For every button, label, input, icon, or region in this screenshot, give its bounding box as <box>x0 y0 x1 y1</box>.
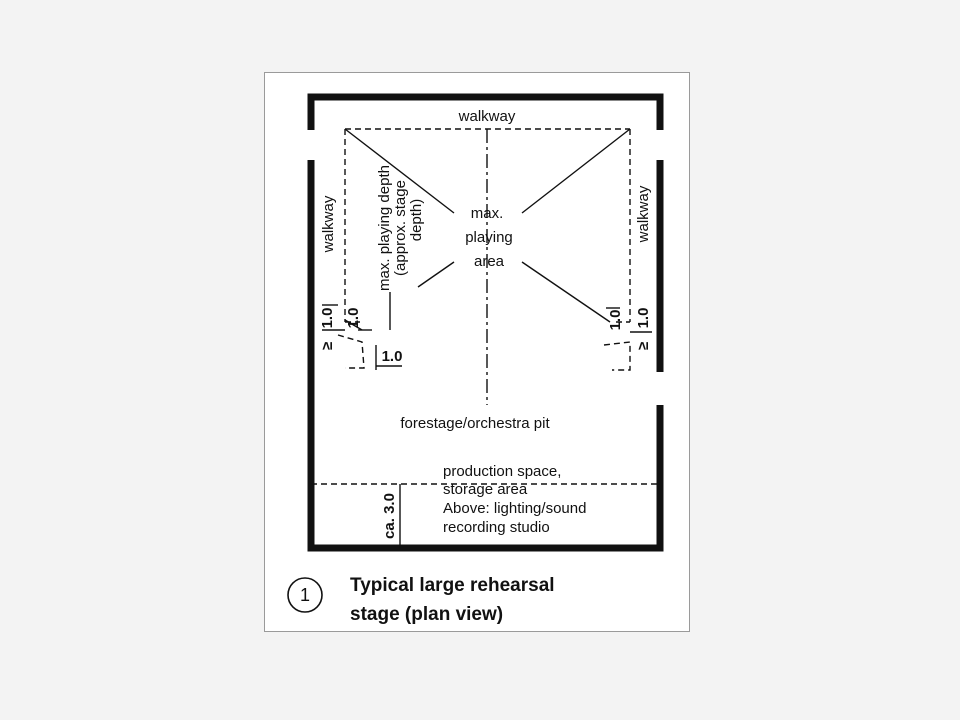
walkway-top-label: walkway <box>458 108 516 125</box>
production-line1: production space, <box>443 463 561 480</box>
production-line2: storage area <box>443 481 528 498</box>
dim-left-outer-ge: ≥ <box>319 342 336 350</box>
top-wall <box>307 93 664 130</box>
dim-right-inner: 1.0 <box>607 310 624 331</box>
dim-right-outer-ge: ≥ <box>635 342 652 350</box>
caption-number: 1 <box>300 585 310 605</box>
walkway-right-label: walkway <box>635 185 652 243</box>
production-line4: recording studio <box>443 519 550 536</box>
max-playing-depth-line2: (approx. stage <box>392 180 409 276</box>
walkway-left-label: walkway <box>320 195 337 253</box>
max-playing-area-line3: area <box>474 253 505 270</box>
right-dimension-marks <box>603 307 652 371</box>
max-playing-depth-line1: max. playing depth <box>376 165 393 291</box>
forestage-label: forestage/orchestra pit <box>400 415 550 432</box>
dim-production-depth: ca. 3.0 <box>381 493 398 539</box>
left-wall <box>307 160 664 552</box>
dim-right-outer: 1.0 <box>635 308 652 329</box>
diagonals <box>344 128 631 331</box>
dim-left-bottom: 1.0 <box>382 348 403 365</box>
dim-left-outer: 1.0 <box>319 308 336 329</box>
walls <box>307 93 664 552</box>
caption-number-circle <box>287 577 323 613</box>
dim-left-inner: 1.0 <box>345 308 362 329</box>
max-playing-area-line2: playing <box>465 229 513 246</box>
caption-line2: stage (plan view) <box>350 604 503 625</box>
max-playing-depth-line3: depth) <box>408 199 425 242</box>
max-playing-area-line1: max. <box>471 205 504 222</box>
caption-line1: Typical large rehearsal <box>350 575 555 596</box>
left-dimension-marks <box>322 292 402 370</box>
figure-card <box>264 72 690 632</box>
production-line3: Above: lighting/sound <box>443 500 586 517</box>
